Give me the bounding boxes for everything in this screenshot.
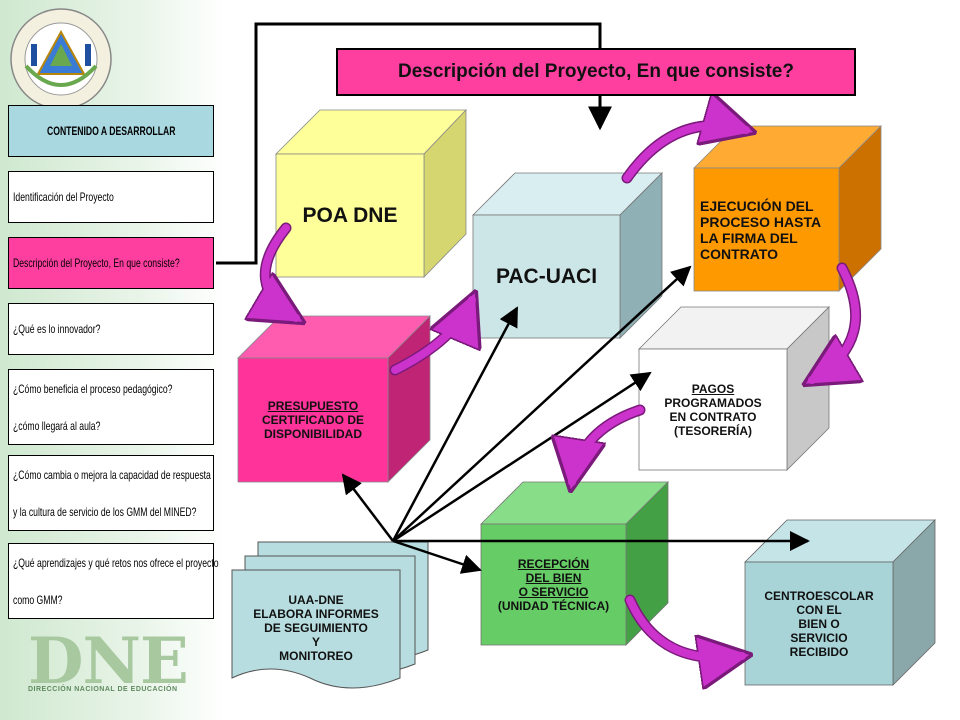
- menu-item-label: Descripción del Proyecto, En que consist…: [13, 256, 180, 270]
- dne-logo: DNE: [28, 624, 189, 699]
- menu-item-identificacion[interactable]: Identificación del Proyecto: [8, 171, 214, 223]
- ejecucion-label: EJECUCIÓN DEL PROCESO HASTA LA FIRMA DEL…: [700, 197, 822, 262]
- presupuesto-label: PRESUPUESTO CERTIFICADO DE DISPONIBILIDA…: [262, 399, 364, 441]
- uaa-label: UAA-DNE ELABORA INFORMES DE SEGUIMIENTO …: [253, 593, 379, 663]
- cube-pagos: [638, 306, 830, 471]
- cube-pac: [472, 172, 663, 339]
- pac-label: PAC-UACI: [495, 264, 598, 288]
- recepcion-label: RECEPCIÓN DEL BIEN O SERVICIO (UNIDAD TÉ…: [497, 556, 610, 613]
- menu-item-label: y la cultura de servicio de los GMM del …: [13, 504, 197, 519]
- menu-item-label: ¿Cómo beneficia el proceso pedagógico?: [13, 381, 173, 396]
- menu-item-label: ¿Qué es lo innovador?: [13, 322, 101, 336]
- menu-item-capacidad[interactable]: ¿Cómo cambia o mejora la capacidad de re…: [8, 455, 214, 531]
- menu-item-aprendizajes[interactable]: ¿Qué aprendizajes y qué retos nos ofrece…: [8, 543, 219, 619]
- menu-item-label: como GMM?: [13, 592, 63, 607]
- menu-item-descripcion[interactable]: Descripción del Proyecto, En que consist…: [8, 237, 214, 289]
- hub-arrows: [341, 265, 810, 574]
- coat-of-arms-icon: [10, 8, 112, 110]
- menu-header: CONTENIDO A DESARROLLAR: [8, 105, 214, 157]
- curved-arrows: [265, 125, 855, 657]
- uaa-document-stack: [231, 541, 429, 689]
- poa-label: POA DNE: [302, 203, 398, 227]
- menu-item-label: ¿cómo llegará al aula?: [13, 418, 101, 433]
- dne-logo-subtitle: DIRECCIÓN NACIONAL DE EDUCACIÓN: [28, 686, 178, 693]
- cube-centro: [744, 519, 936, 686]
- cube-poa: [275, 109, 467, 278]
- menu-item-innovador[interactable]: ¿Qué es lo innovador?: [8, 303, 214, 355]
- menu-item-beneficio[interactable]: ¿Cómo beneficia el proceso pedagógico? ¿…: [8, 369, 214, 445]
- menu-header-label: CONTENIDO A DESARROLLAR: [46, 124, 176, 138]
- pagos-label: PAGOS PROGRAMADOS EN CONTRATO (TESORERÍA…: [664, 381, 762, 438]
- centro-label: CENTROESCOLAR CON EL BIEN O SERVICIO REC…: [764, 588, 874, 659]
- diagram-title: Descripción del Proyecto, En que consist…: [336, 48, 856, 96]
- menu-item-label: Identificación del Proyecto: [13, 190, 114, 204]
